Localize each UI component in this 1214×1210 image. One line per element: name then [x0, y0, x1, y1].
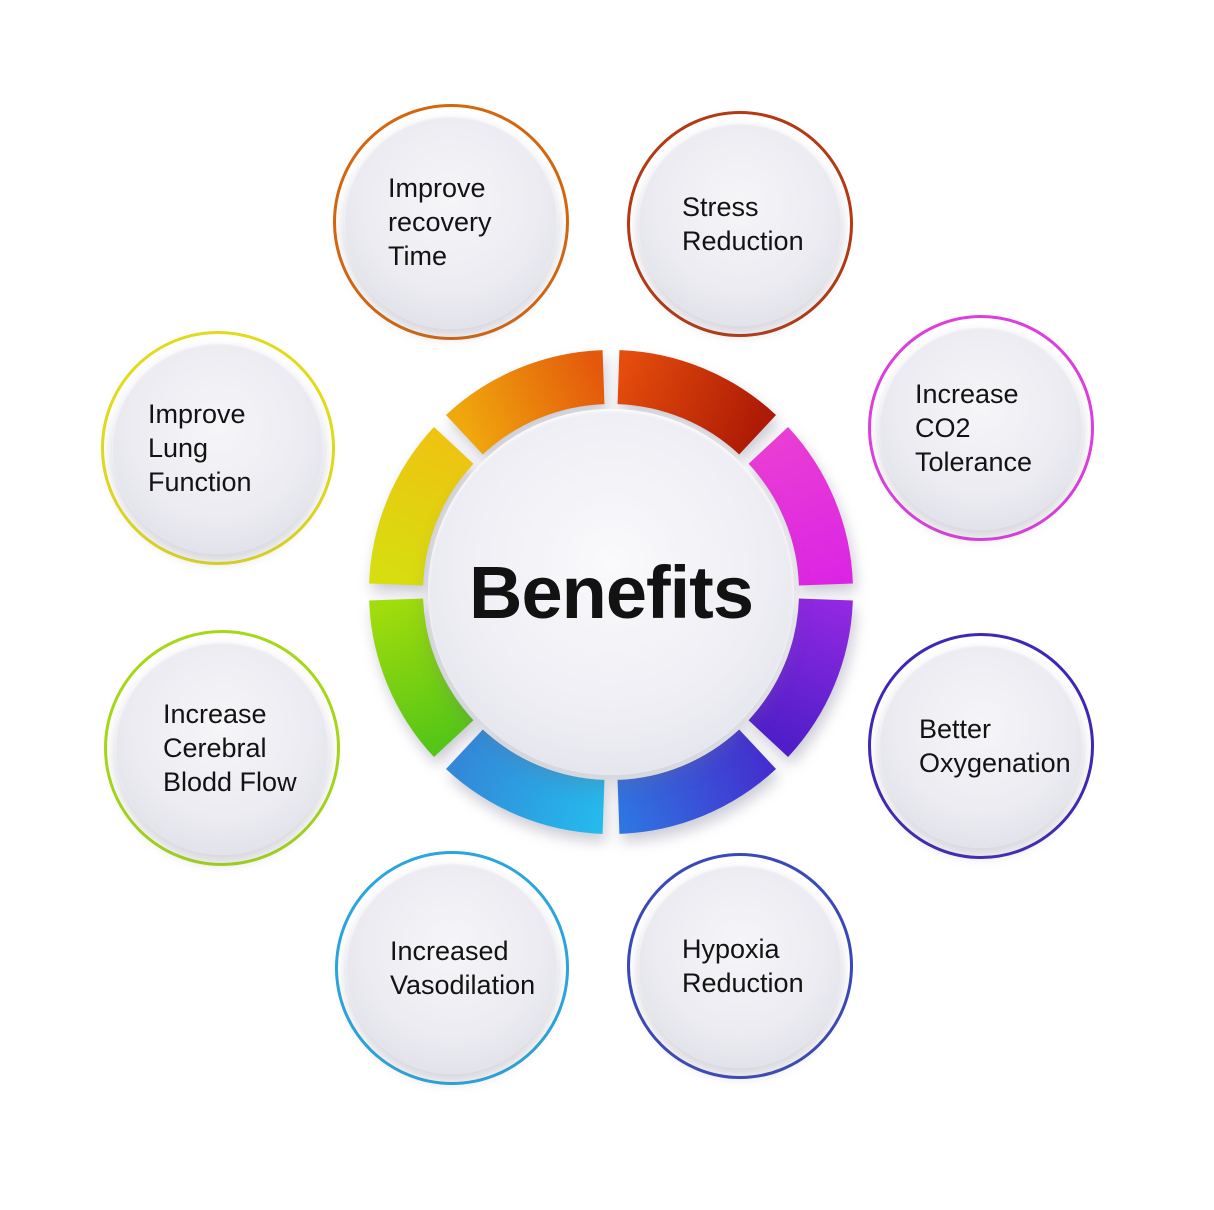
- benefit-circle-fill: Increased Vasodilation: [346, 862, 558, 1074]
- benefit-label: Better Oxygenation: [919, 712, 1071, 780]
- benefit-label: Improve Lung Function: [148, 397, 310, 499]
- benefit-circle-improve-recovery-time: Improve recovery Time: [333, 104, 569, 340]
- benefit-circle-hypoxia-reduction: Hypoxia Reduction: [627, 853, 853, 1079]
- benefit-label-line: Reduction: [682, 226, 804, 256]
- benefit-label-line: Increase: [915, 379, 1019, 409]
- benefit-circle-increased-vasodilation: Increased Vasodilation: [335, 851, 569, 1085]
- benefit-label-line: Hypoxia: [682, 934, 780, 964]
- benefit-label-line: Oxygenation: [919, 748, 1071, 778]
- ring-segment-red: [616, 350, 777, 455]
- center-circle: Benefits: [428, 409, 794, 775]
- benefit-label-line: Reduction: [682, 968, 804, 998]
- benefit-circle-fill: Increase Cerebral Blodd Flow: [115, 641, 329, 855]
- center-title: Benefits: [469, 550, 754, 634]
- benefit-label: Stress Reduction: [682, 190, 804, 258]
- benefit-label-line: Increased: [390, 936, 509, 966]
- benefit-circle-fill: Improve recovery Time: [344, 115, 558, 329]
- benefit-circle-fill: Increase CO2 Tolerance: [879, 326, 1083, 530]
- benefit-label-line: Improve: [148, 399, 246, 429]
- benefit-circle-fill: Better Oxygenation: [879, 644, 1083, 848]
- benefit-circle-fill: Hypoxia Reduction: [638, 864, 842, 1068]
- ring-segment-blue: [616, 729, 777, 834]
- benefit-label-line: Increase: [163, 699, 267, 729]
- benefit-label-line: Blodd Flow: [163, 767, 297, 797]
- ring-segment-yellow: [369, 426, 474, 587]
- benefit-label-line: recovery Time: [388, 207, 492, 271]
- ring-segment-green: [369, 597, 474, 758]
- benefit-label: Increase CO2 Tolerance: [915, 377, 1069, 479]
- benefit-label: Improve recovery Time: [388, 171, 544, 273]
- benefit-label: Increase Cerebral Blodd Flow: [163, 697, 297, 799]
- ring-segment-orange: [445, 350, 606, 455]
- benefit-label-line: CO2 Tolerance: [915, 413, 1033, 477]
- benefit-label-line: Lung Function: [148, 433, 252, 497]
- benefit-label-line: Stress: [682, 192, 759, 222]
- benefit-circle-fill: Stress Reduction: [638, 122, 842, 326]
- benefit-label-line: Better: [919, 714, 992, 744]
- benefit-label: Increased Vasodilation: [390, 934, 535, 1002]
- benefit-circle-increase-co2-tolerance: Increase CO2 Tolerance: [868, 315, 1094, 541]
- benefit-circle-increase-cerebral-blodd-flow: Increase Cerebral Blodd Flow: [104, 630, 340, 866]
- benefit-label: Hypoxia Reduction: [682, 932, 804, 1000]
- benefit-label-line: Vasodilation: [390, 970, 536, 1000]
- ring-segment-magenta: [748, 426, 853, 587]
- benefit-label-line: Cerebral: [163, 733, 267, 763]
- benefit-circle-better-oxygenation: Better Oxygenation: [868, 633, 1094, 859]
- benefit-circle-fill: Improve Lung Function: [112, 342, 324, 554]
- benefit-circle-improve-lung-function: Improve Lung Function: [101, 331, 335, 565]
- benefit-label-line: Improve: [388, 173, 486, 203]
- ring-segment-purple: [748, 597, 853, 758]
- ring-segment-cyan: [445, 729, 606, 834]
- benefit-circle-stress-reduction: Stress Reduction: [627, 111, 853, 337]
